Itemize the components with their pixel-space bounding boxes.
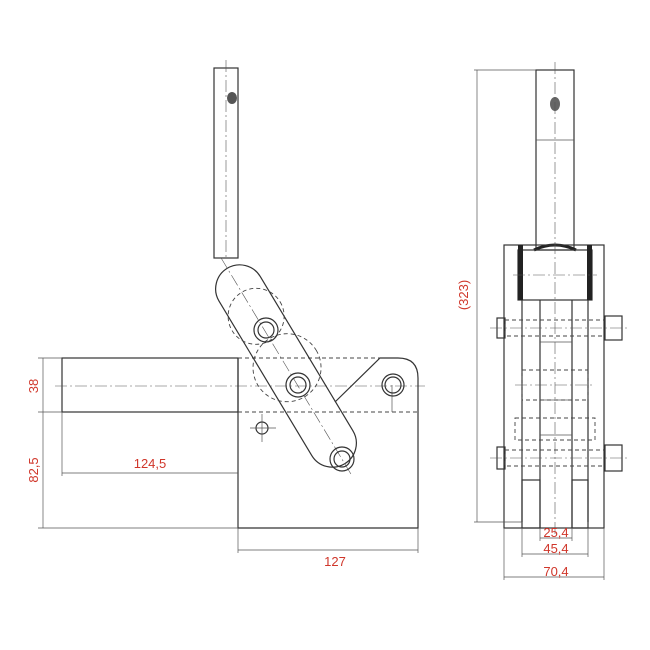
handle-bar (213, 60, 239, 260)
dim-base-width: 127 (324, 554, 346, 569)
dim-base-height: 82,5 (26, 457, 41, 482)
side-dimensions: 38 82,5 124,5 127 (26, 357, 419, 569)
dim-middle-width: 45,4 (543, 541, 568, 556)
base-plate (237, 357, 419, 529)
spindle-bar (55, 357, 425, 413)
front-dimensions: (323) 25,4 45,4 70,4 (456, 69, 605, 580)
pivot-hole-icon (381, 373, 405, 397)
arm-pins (253, 317, 355, 472)
bolt-upper (490, 315, 630, 341)
dim-outer-width: 70,4 (543, 564, 568, 579)
bolt-lower (490, 444, 630, 472)
handle-hole-icon (227, 92, 237, 104)
front-body (503, 62, 605, 535)
dim-bar-height: 38 (26, 379, 41, 393)
dim-bar-length: 124,5 (134, 456, 167, 471)
dim-overall-height: (323) (456, 280, 471, 310)
front-view: (323) 25,4 45,4 70,4 (456, 62, 630, 580)
lever-arm (215, 257, 357, 475)
dim-inner-width: 25,4 (543, 525, 568, 540)
side-view: 38 82,5 124,5 127 (26, 60, 425, 569)
